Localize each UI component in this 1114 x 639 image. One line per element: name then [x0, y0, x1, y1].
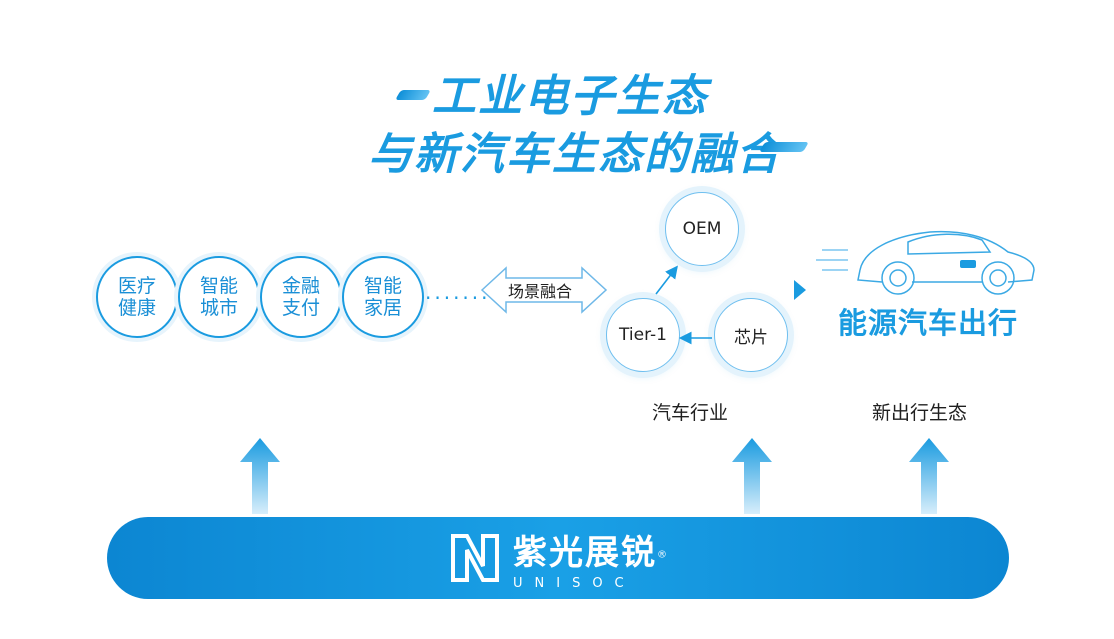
- title-line-1: 工业电子生态: [432, 71, 708, 122]
- unisoc-base-bar: 紫光展锐® UNISOC: [107, 517, 1009, 599]
- tier1-label: Tier-1: [619, 325, 667, 345]
- title-left-dash: [395, 90, 431, 100]
- scenario-smart-city: 智能城市: [178, 256, 260, 338]
- circle-text-line2: 城市: [199, 297, 238, 319]
- scenario-medical-health: 医疗健康: [96, 256, 178, 338]
- up-arrow-icon: [240, 438, 280, 514]
- brand-name: 紫光展锐: [513, 533, 657, 573]
- scenario-fusion-double-arrow-icon: [480, 266, 608, 314]
- up-arrow-icon: [909, 438, 949, 514]
- brand-sub: UNISOC: [513, 576, 636, 591]
- up-arrow-icon: [732, 438, 772, 514]
- scenario-financial-payment: 金融支付: [260, 256, 342, 338]
- dotted-connector: ·······: [425, 286, 491, 310]
- circle-text-line1: 金融: [281, 275, 320, 297]
- flow-arrow-icon: [794, 280, 806, 300]
- oem-label: OEM: [682, 219, 722, 239]
- energy-vehicle-mobility-label: 能源汽车出行: [838, 306, 1019, 340]
- unisoc-logo-icon: [451, 534, 499, 582]
- brand-lockup: 紫光展锐® UNISOC: [107, 517, 1009, 599]
- chip-node: 芯片: [714, 298, 788, 372]
- circle-text-line1: 智能: [199, 275, 238, 297]
- chip-label: 芯片: [734, 327, 768, 348]
- auto-industry-label: 汽车行业: [652, 402, 729, 424]
- oem-node: OEM: [665, 192, 739, 266]
- registered-mark: ®: [657, 549, 667, 561]
- scenario-fusion-label: 场景融合: [508, 282, 573, 301]
- car-icon: [816, 230, 1035, 295]
- circle-text-line2: 健康: [117, 297, 156, 319]
- node-arrows: [655, 265, 712, 345]
- circle-text-line2: 家居: [363, 297, 402, 319]
- title-line-2: 与新汽车生态的融合: [368, 129, 782, 180]
- circle-text-line1: 智能: [363, 275, 402, 297]
- tier1-node: Tier-1: [606, 298, 680, 372]
- circle-text-line1: 医疗: [117, 275, 156, 297]
- new-mobility-ecosystem-label: 新出行生态: [872, 402, 968, 424]
- tier1-to-oem-arrow-icon: [655, 265, 678, 295]
- title-right-dash: [759, 142, 809, 152]
- scenario-smart-home: 智能家居: [342, 256, 424, 338]
- circle-text-line2: 支付: [281, 297, 320, 319]
